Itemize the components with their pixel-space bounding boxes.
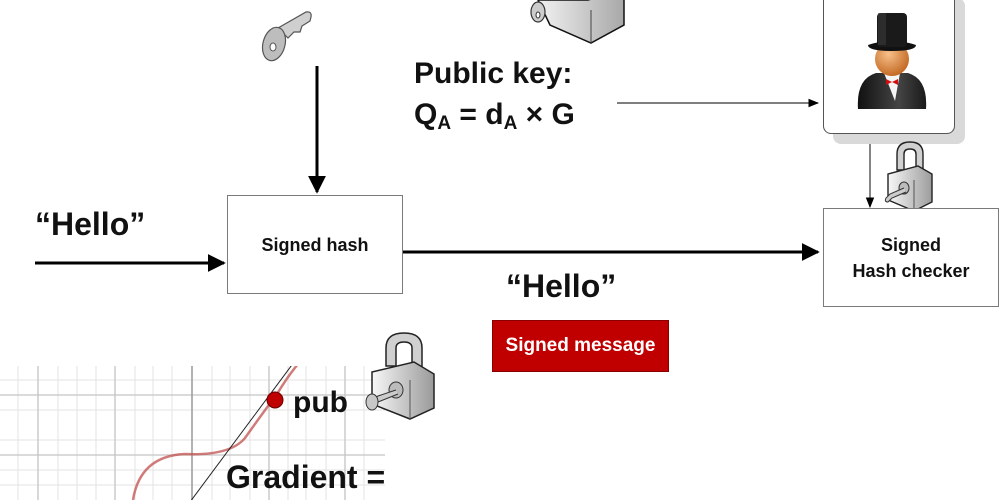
padlock-checker-icon <box>884 141 933 212</box>
recipient-card <box>823 0 955 134</box>
gradient-label: Gradient = <box>226 459 386 495</box>
person-top-hat-icon <box>857 13 927 109</box>
checker-label-line2: Hash checker <box>852 260 970 281</box>
output-message-label: “Hello” <box>506 268 617 304</box>
tangent-line <box>190 366 292 500</box>
signer-box: Signed hash <box>227 195 403 294</box>
signed-message-badge: Signed message <box>492 320 669 372</box>
padlock-top-icon <box>530 0 625 44</box>
public-key-heading: Public key: <box>414 57 573 90</box>
formula-d: d <box>485 98 504 131</box>
formula-d-subscript: A <box>503 113 518 134</box>
formula-q-subscript: A <box>437 113 452 134</box>
key-icon <box>261 11 312 62</box>
checker-box: Signed Hash checker <box>823 208 999 307</box>
elliptic-curve <box>131 366 298 500</box>
pub-point <box>266 391 284 409</box>
signer-label: Signed hash <box>261 234 369 255</box>
formula-times-g: × G <box>517 98 575 131</box>
padlock-curve-icon <box>365 332 435 420</box>
pub-label: pub <box>293 386 348 419</box>
checker-label-line1: Signed <box>880 234 941 255</box>
formula-q: Q <box>414 98 438 131</box>
input-message-label: “Hello” <box>35 206 146 242</box>
public-key-formula: QA = dA × G <box>414 96 575 143</box>
formula-equals: = <box>451 98 486 131</box>
elliptic-curve-plot <box>0 366 385 500</box>
